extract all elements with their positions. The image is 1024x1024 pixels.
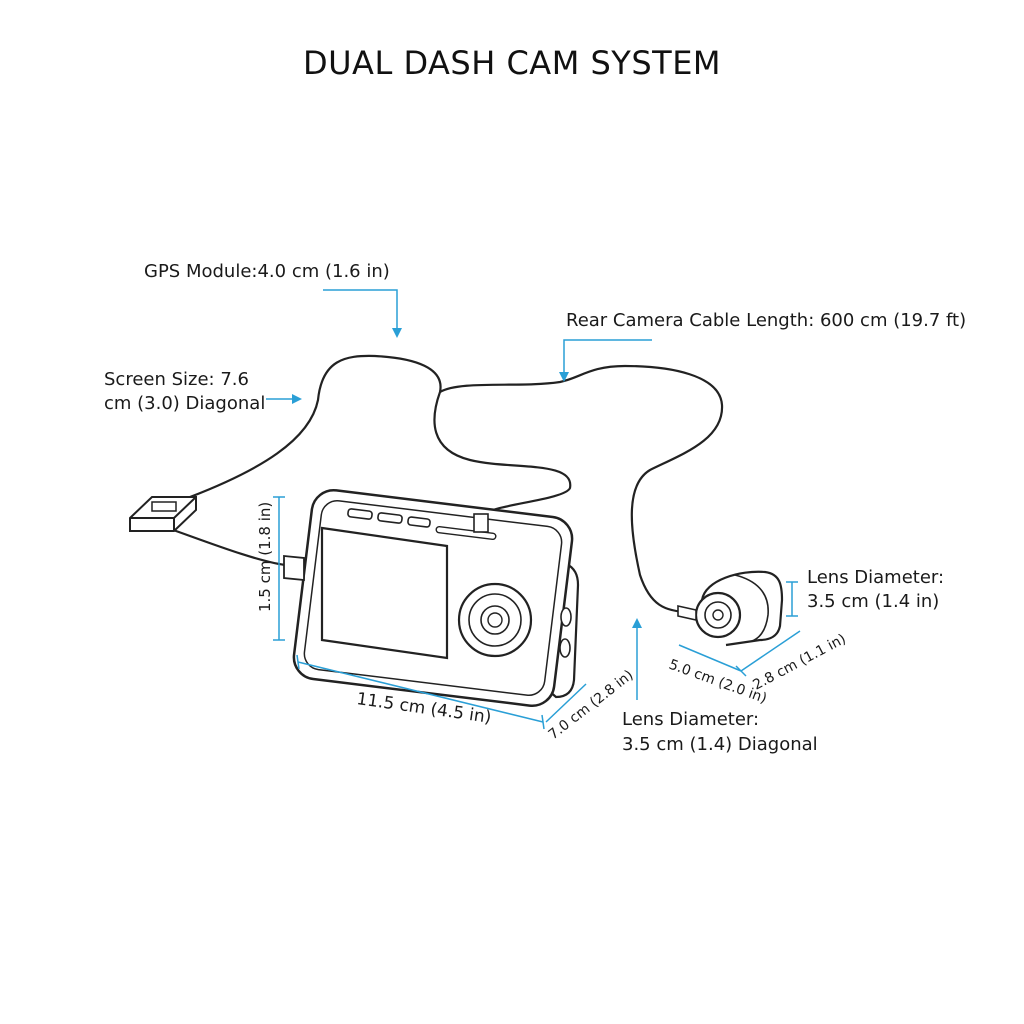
front-lens-label-line2: 3.5 cm (1.4) Diagonal bbox=[622, 734, 818, 755]
dimension-lines bbox=[273, 496, 801, 730]
gps-cable bbox=[189, 354, 572, 528]
rear-camera-cable bbox=[439, 364, 724, 614]
main-camera-unit bbox=[283, 489, 580, 707]
screen bbox=[320, 526, 449, 660]
screen-size-label-line2: cm (3.0) Diagonal bbox=[104, 393, 266, 414]
rear-lens-label-line1: Lens Diameter: bbox=[807, 567, 945, 588]
front-lens-label-line1: Lens Diameter: bbox=[622, 709, 760, 730]
screen-size-label-line1: Screen Size: 7.6 bbox=[104, 369, 249, 390]
callout-arrows bbox=[266, 289, 652, 700]
rear-lens-label-line2: 3.5 cm (1.4 in) bbox=[807, 591, 940, 612]
rear-camera bbox=[677, 570, 784, 647]
main-height-dim: 1.5 cm (1.8 in) bbox=[256, 502, 274, 612]
gps-module-label: GPS Module:4.0 cm (1.6 in) bbox=[144, 261, 390, 282]
diagram-title: DUAL DASH CAM SYSTEM bbox=[302, 44, 722, 82]
gps-module bbox=[129, 496, 197, 532]
rear-cable-label: Rear Camera Cable Length: 600 cm (19.7 f… bbox=[566, 310, 967, 331]
